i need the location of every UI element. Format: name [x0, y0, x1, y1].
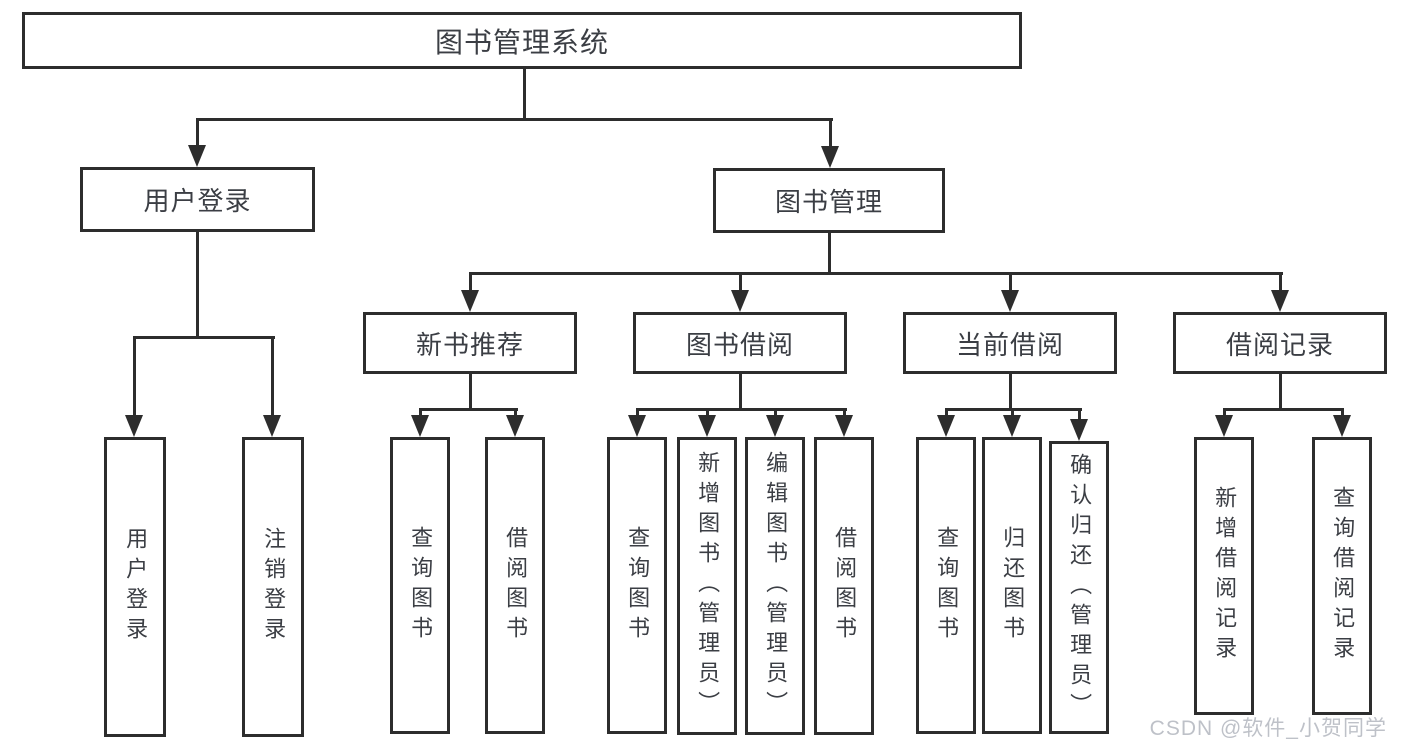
node-borrowing-records: 借阅记录 [1173, 312, 1387, 374]
connector-line [739, 374, 742, 408]
node-label: 图书管理系统 [434, 26, 609, 58]
arrowhead-icon [461, 290, 479, 312]
connector-line [1078, 408, 1081, 421]
leaf-label: 用户登录 [123, 527, 149, 647]
connector-line [1223, 408, 1344, 411]
arrowhead-icon [411, 415, 429, 437]
connector-line [1279, 374, 1282, 408]
leaf-label: 查询图书 [934, 525, 960, 646]
node-label: 图书借阅 [685, 329, 794, 360]
connector-line [469, 272, 472, 292]
node-label: 图书管理 [774, 187, 883, 217]
leaf-label: 借阅图书 [503, 525, 529, 646]
leaf-label: 归还图书 [1000, 525, 1026, 646]
connector-line [1341, 408, 1344, 417]
leaf-confirm-return-admin: 确认归还（管理员） [1049, 441, 1109, 734]
arrowhead-icon [1271, 290, 1289, 312]
leaf-borrow-books: 借阅图书 [814, 437, 874, 735]
leaf-label: 新增图书（管理员） [695, 451, 721, 721]
connector-line [523, 69, 526, 118]
node-current-borrowing: 当前借阅 [903, 312, 1117, 374]
connector-line [945, 408, 948, 417]
leaf-label: 注销登录 [261, 527, 287, 647]
node-label: 新书推荐 [415, 329, 524, 360]
connector-line [469, 374, 472, 408]
arrowhead-icon [766, 415, 784, 437]
connector-line [706, 408, 709, 417]
leaf-label: 编辑图书（管理员） [763, 451, 789, 721]
connector-line [133, 336, 275, 339]
arrowhead-icon [188, 145, 206, 167]
connector-line [196, 118, 833, 121]
node-new-book-recommendation: 新书推荐 [363, 312, 577, 374]
leaf-label: 查询借阅记录 [1330, 486, 1356, 666]
connector-line [1009, 272, 1012, 292]
leaf-query-books-current: 查询图书 [916, 437, 976, 734]
connector-line [1279, 272, 1282, 292]
leaf-add-books-admin: 新增图书（管理员） [677, 437, 737, 735]
arrowhead-icon [1003, 415, 1021, 437]
arrowhead-icon [1001, 290, 1019, 312]
leaf-label: 借阅图书 [832, 526, 858, 646]
arrowhead-icon [1333, 415, 1351, 437]
node-library-management-system: 图书管理系统 [22, 12, 1022, 69]
connector-line [774, 408, 777, 417]
connector-line [196, 232, 199, 336]
connector-line [829, 118, 832, 148]
connector-line [843, 408, 846, 417]
csdn-watermark: CSDN @软件_小贺同学 [1149, 717, 1387, 740]
arrowhead-icon [506, 415, 524, 437]
connector-line [419, 408, 518, 411]
connector-line [271, 336, 274, 415]
connector-line [1223, 408, 1226, 417]
leaf-label: 确认归还（管理员） [1067, 452, 1093, 723]
arrowhead-icon [731, 290, 749, 312]
leaf-logout: 注销登录 [242, 437, 304, 737]
node-book-borrowing: 图书借阅 [633, 312, 847, 374]
leaf-label: 查询图书 [408, 525, 434, 646]
leaf-query-borrow-record: 查询借阅记录 [1312, 437, 1372, 715]
arrowhead-icon [937, 415, 955, 437]
arrowhead-icon [628, 415, 646, 437]
leaf-return-books: 归还图书 [982, 437, 1042, 734]
arrowhead-icon [125, 415, 143, 437]
node-label: 借阅记录 [1225, 329, 1334, 360]
leaf-query-books-borrowing: 查询图书 [607, 437, 667, 734]
leaf-edit-books-admin: 编辑图书（管理员） [745, 437, 805, 735]
arrowhead-icon [1070, 419, 1088, 441]
connector-line [514, 408, 517, 417]
arrowhead-icon [1215, 415, 1233, 437]
connector-line [828, 233, 831, 272]
node-book-management: 图书管理 [713, 168, 945, 233]
connector-line [469, 272, 1283, 275]
leaf-borrow-books-recommend: 借阅图书 [485, 437, 545, 734]
connector-line [1009, 374, 1012, 408]
leaf-add-borrow-record: 新增借阅记录 [1194, 437, 1254, 715]
connector-line [636, 408, 639, 417]
node-label: 用户登录 [143, 186, 252, 216]
connector-line [133, 336, 136, 415]
connector-line [636, 408, 847, 411]
leaf-label: 新增借阅记录 [1212, 486, 1238, 666]
leaf-label: 查询图书 [625, 525, 651, 646]
arrowhead-icon [698, 415, 716, 437]
connector-line [196, 118, 199, 148]
leaf-user-login: 用户登录 [104, 437, 166, 737]
connector-line [419, 408, 422, 417]
connector-line [1011, 408, 1014, 417]
arrowhead-icon [263, 415, 281, 437]
arrowhead-icon [835, 415, 853, 437]
node-user-login: 用户登录 [80, 167, 315, 232]
node-label: 当前借阅 [955, 329, 1064, 360]
leaf-query-books-recommend: 查询图书 [390, 437, 450, 734]
connector-line [739, 272, 742, 292]
arrowhead-icon [821, 146, 839, 168]
